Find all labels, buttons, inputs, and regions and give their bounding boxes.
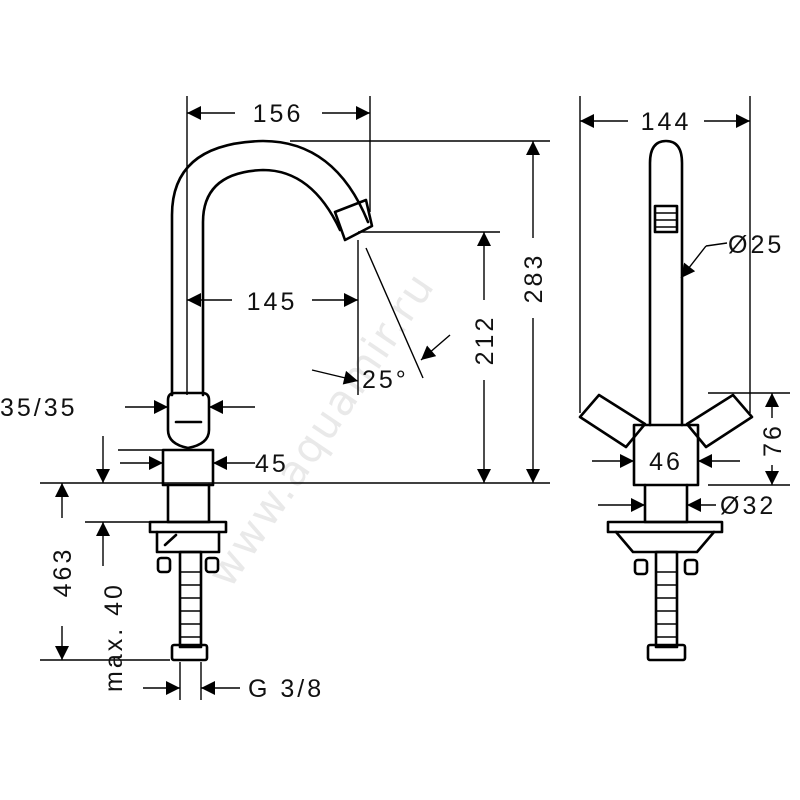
dim-angle: 25° <box>362 366 409 394</box>
side-dimension-texts: 144 Ø25 76 46 Ø32 <box>641 108 787 520</box>
dim-76: 76 <box>759 423 787 457</box>
dim-145: 145 <box>247 288 298 316</box>
handle <box>166 391 211 450</box>
dim-spout-diameter: Ø25 <box>728 231 784 259</box>
front-dimension-lines <box>40 96 550 700</box>
right-handle <box>685 393 754 449</box>
dim-base-diameter: Ø32 <box>720 492 776 520</box>
spout-column <box>648 139 684 427</box>
front-view <box>148 139 374 662</box>
dim-156: 156 <box>253 100 304 128</box>
base-plate <box>148 520 228 534</box>
dim-212: 212 <box>471 315 499 366</box>
dim-thread: G 3/8 <box>248 675 324 703</box>
side-body <box>632 423 700 487</box>
dim-283: 283 <box>520 253 548 304</box>
left-handle <box>578 393 647 449</box>
dim-463: 463 <box>49 547 77 598</box>
watermark: www.aquamir.ru <box>198 263 445 596</box>
dim-max-40: max. 40 <box>100 582 128 692</box>
body <box>161 448 215 487</box>
side-view <box>578 139 754 662</box>
side-dimension-lines <box>579 96 790 512</box>
dim-handle-size: 35/35 <box>0 394 78 422</box>
dim-handle-width: 45 <box>255 450 289 478</box>
threaded-rod <box>178 550 203 649</box>
side-threaded-rod <box>654 550 679 649</box>
front-dimension-texts: 156 283 212 145 25° 35/35 45 463 max. 40… <box>0 100 548 703</box>
dim-144: 144 <box>641 108 692 136</box>
dim-46: 46 <box>649 448 683 476</box>
spout-outline <box>170 139 370 397</box>
side-base-plate <box>606 520 724 534</box>
